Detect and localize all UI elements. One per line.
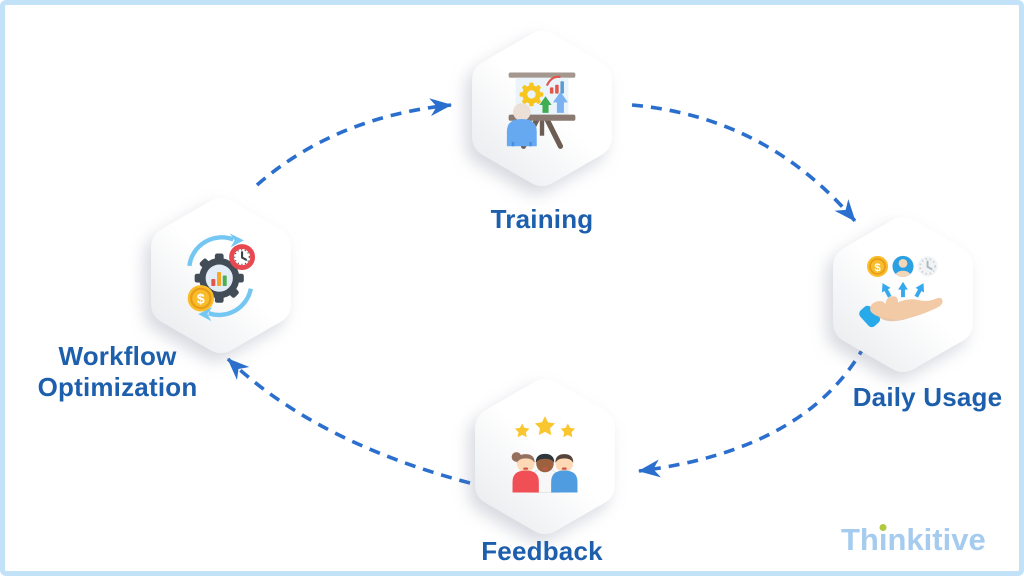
logo-letter-i: ı bbox=[878, 522, 888, 557]
node-workflow-optimization: $ bbox=[142, 192, 300, 359]
dollar-coin-icon: $ bbox=[867, 255, 889, 277]
cycle-arrowhead-top bbox=[229, 233, 244, 248]
easel-right-leg bbox=[543, 115, 564, 149]
cycle-flow-arrows bbox=[226, 98, 867, 485]
arrow-workflow-to-training bbox=[255, 98, 452, 187]
daily-usage-label: Daily Usage bbox=[852, 382, 1003, 412]
gear-time-money-icon: $ bbox=[187, 233, 256, 322]
node-training bbox=[463, 25, 621, 192]
board-top-bar bbox=[508, 72, 576, 78]
logo-text-part2: nkitive bbox=[887, 522, 986, 557]
dollar-coin-icon: $ bbox=[187, 285, 214, 312]
people-rating-stars-icon bbox=[511, 416, 578, 493]
clock-icon bbox=[917, 256, 938, 277]
training-hexagon bbox=[472, 30, 612, 187]
logo-green-dot bbox=[879, 524, 887, 531]
user-avatar-icon bbox=[892, 255, 914, 277]
training-label: Training bbox=[490, 204, 594, 234]
gear-hole bbox=[527, 90, 536, 99]
coin-dollar-glyph: $ bbox=[197, 291, 205, 307]
mini-bar-chart-icon bbox=[211, 271, 227, 287]
clock-icon bbox=[229, 244, 256, 271]
workflow-optimization-label: Workflow Optimization bbox=[37, 341, 198, 402]
presentation-board-icon bbox=[506, 72, 576, 149]
mini-bar-chart-icon bbox=[546, 75, 564, 94]
green-up-arrow-icon bbox=[539, 96, 552, 113]
coin-dollar-glyph: $ bbox=[874, 262, 881, 274]
presenter-person-icon bbox=[506, 103, 537, 147]
arrow-feedback-to-workflow bbox=[226, 357, 471, 485]
three-up-arrows-icon bbox=[881, 281, 925, 298]
node-daily-usage: $ bbox=[824, 211, 982, 378]
person-right bbox=[551, 454, 578, 493]
daily-usage-hexagon: $ bbox=[833, 216, 973, 373]
node-feedback bbox=[466, 373, 624, 540]
sleeve-cuff bbox=[859, 305, 881, 328]
feedback-hexagon bbox=[475, 378, 615, 535]
arrow-daily-usage-to-feedback bbox=[638, 344, 867, 478]
logo-text-part1: Th bbox=[841, 522, 879, 557]
open-hand-palm bbox=[870, 296, 943, 320]
hand-offering-benefits-icon: $ bbox=[859, 255, 943, 328]
hand-shade bbox=[878, 316, 911, 322]
refresh-cycle-arrows-icon bbox=[187, 235, 253, 318]
cycle-arrowhead-bottom bbox=[198, 307, 213, 322]
arrow-training-to-daily-usage bbox=[631, 103, 857, 223]
feedback-label: Feedback bbox=[481, 536, 603, 566]
person-left bbox=[511, 452, 539, 493]
workflow-hexagon: $ bbox=[151, 197, 291, 354]
